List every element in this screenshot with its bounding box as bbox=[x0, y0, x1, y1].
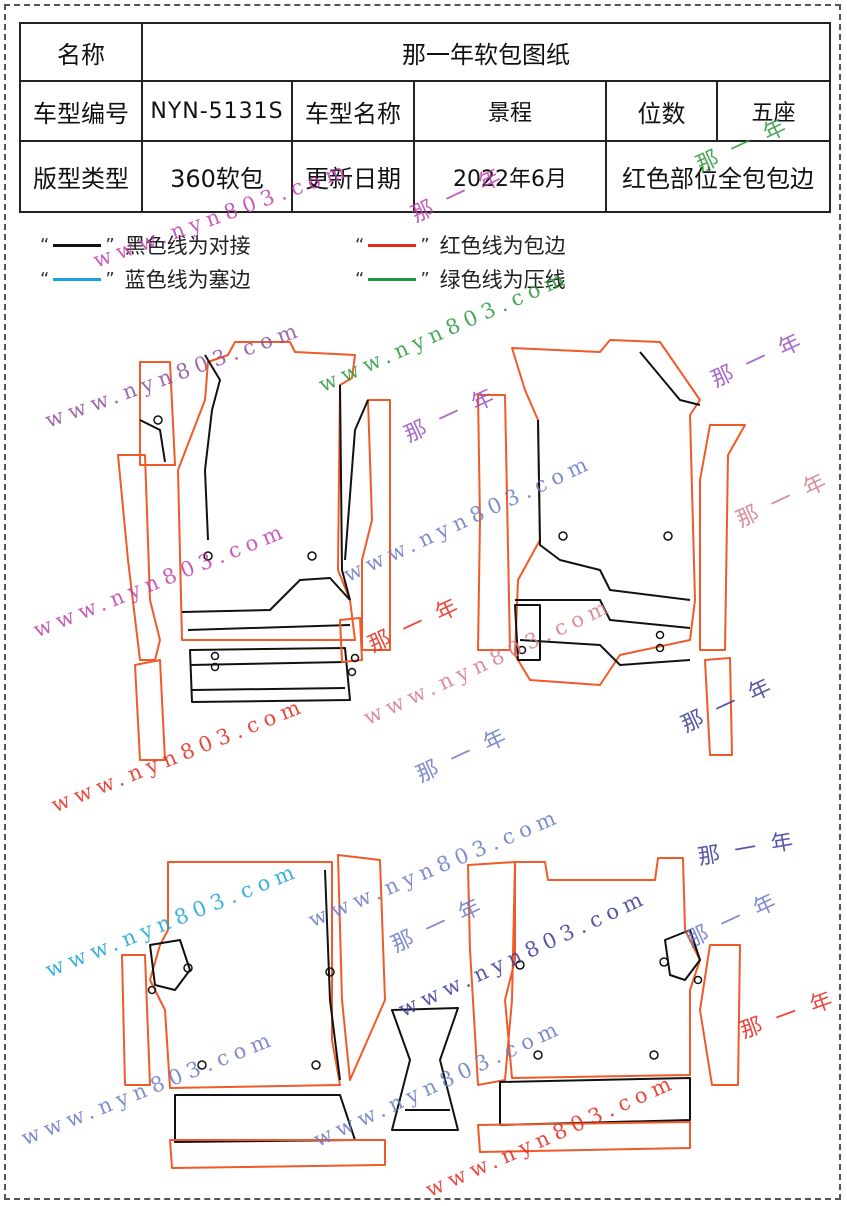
legend-black: “” 黑色线为对接 bbox=[40, 230, 251, 260]
model-name: 景程 bbox=[413, 80, 607, 142]
page-border bbox=[4, 4, 841, 1200]
seats-label: 位数 bbox=[605, 80, 718, 142]
front-right-floor-pattern bbox=[477, 339, 746, 756]
model-code-label: 车型编号 bbox=[19, 80, 143, 142]
rear-left-floor-pattern bbox=[121, 854, 386, 1169]
legend-red-text: 红色线为包边 bbox=[439, 234, 566, 258]
spec-table: 名称 那一年软包图纸 车型编号 NYN-5131S 车型名称 景程 位数 五座 … bbox=[19, 22, 831, 213]
rear-right-floor-pattern bbox=[467, 857, 741, 1153]
legend-red-line bbox=[368, 243, 417, 247]
legend-blue-text: 蓝色线为塞边 bbox=[124, 268, 251, 292]
pattern-type-label: 版型类型 bbox=[19, 140, 143, 213]
model-name-label: 车型名称 bbox=[291, 80, 415, 142]
update-date-label: 更新日期 bbox=[291, 140, 415, 213]
update-date: 2022年6月 bbox=[413, 140, 607, 213]
legend-black-text: 黑色线为对接 bbox=[124, 234, 251, 258]
seats-value: 五座 bbox=[716, 80, 831, 142]
legend-red: “” 红色线为包边 bbox=[355, 230, 566, 260]
legend-black-line bbox=[53, 243, 102, 247]
legend-green-text: 绿色线为压线 bbox=[439, 268, 566, 292]
legend-blue: “” 蓝色线为塞边 bbox=[40, 264, 251, 294]
coverage-note: 红色部位全包包边 bbox=[605, 140, 831, 213]
drawing-name: 那一年软包图纸 bbox=[141, 22, 831, 82]
legend-green-line bbox=[368, 277, 417, 281]
pattern-type: 360软包 bbox=[141, 140, 293, 213]
front-left-floor-pattern bbox=[117, 341, 391, 761]
legend-green: “” 绿色线为压线 bbox=[355, 264, 566, 294]
center-tunnel-pattern bbox=[391, 1007, 459, 1131]
model-code: NYN-5131S bbox=[141, 80, 293, 142]
name-label: 名称 bbox=[19, 22, 143, 82]
legend-blue-line bbox=[53, 277, 102, 281]
